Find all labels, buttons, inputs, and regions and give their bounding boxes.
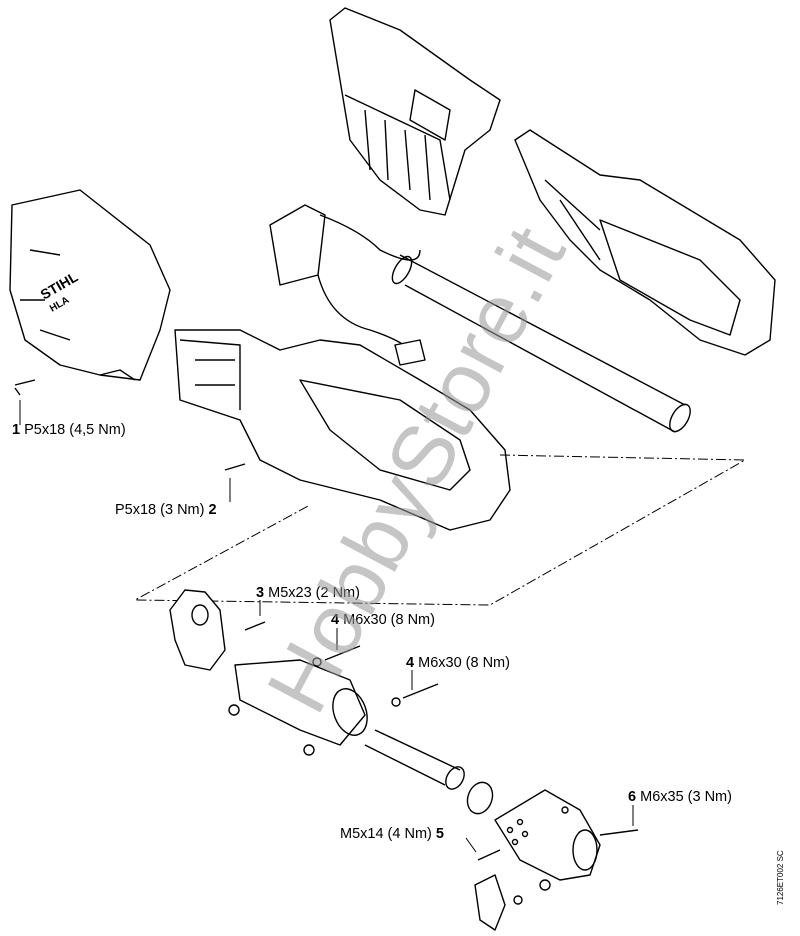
o-ring xyxy=(466,781,494,815)
screw-6 xyxy=(599,805,639,836)
wiring-harness xyxy=(269,204,426,366)
callout-label-4b: 4 M6x30 (8 Nm) xyxy=(406,655,510,671)
gear-housing xyxy=(474,789,601,931)
screw-3 xyxy=(244,600,266,631)
callout-label-6: 6 M6x35 (3 Nm) xyxy=(628,789,732,805)
gear-head-clamp xyxy=(169,589,368,756)
upper-housing-part xyxy=(329,7,501,216)
screw-5 xyxy=(465,837,501,861)
screw-4a xyxy=(312,628,361,667)
shaft-tube xyxy=(391,254,691,433)
assembly-guide-line xyxy=(134,454,746,606)
motor-housing xyxy=(174,329,511,531)
callout-label-5: M5x14 (4 Nm) 5 xyxy=(340,826,444,842)
callout-label-3: 3 M5x23 (2 Nm) xyxy=(256,585,360,601)
screw-1 xyxy=(14,379,36,425)
callout-label-2: P5x18 (3 Nm) 2 xyxy=(115,502,217,518)
callout-label-1: 1 P5x18 (4,5 Nm) xyxy=(12,422,126,438)
screw-4b xyxy=(391,670,439,707)
extension-tube xyxy=(364,729,465,790)
front-cover xyxy=(9,189,171,381)
handle-housing-right xyxy=(514,129,776,356)
callout-label-4a: 4 M6x30 (8 Nm) xyxy=(331,612,435,628)
screw-2 xyxy=(224,463,246,502)
drawing-code: 7126ET002 SC xyxy=(776,850,785,905)
